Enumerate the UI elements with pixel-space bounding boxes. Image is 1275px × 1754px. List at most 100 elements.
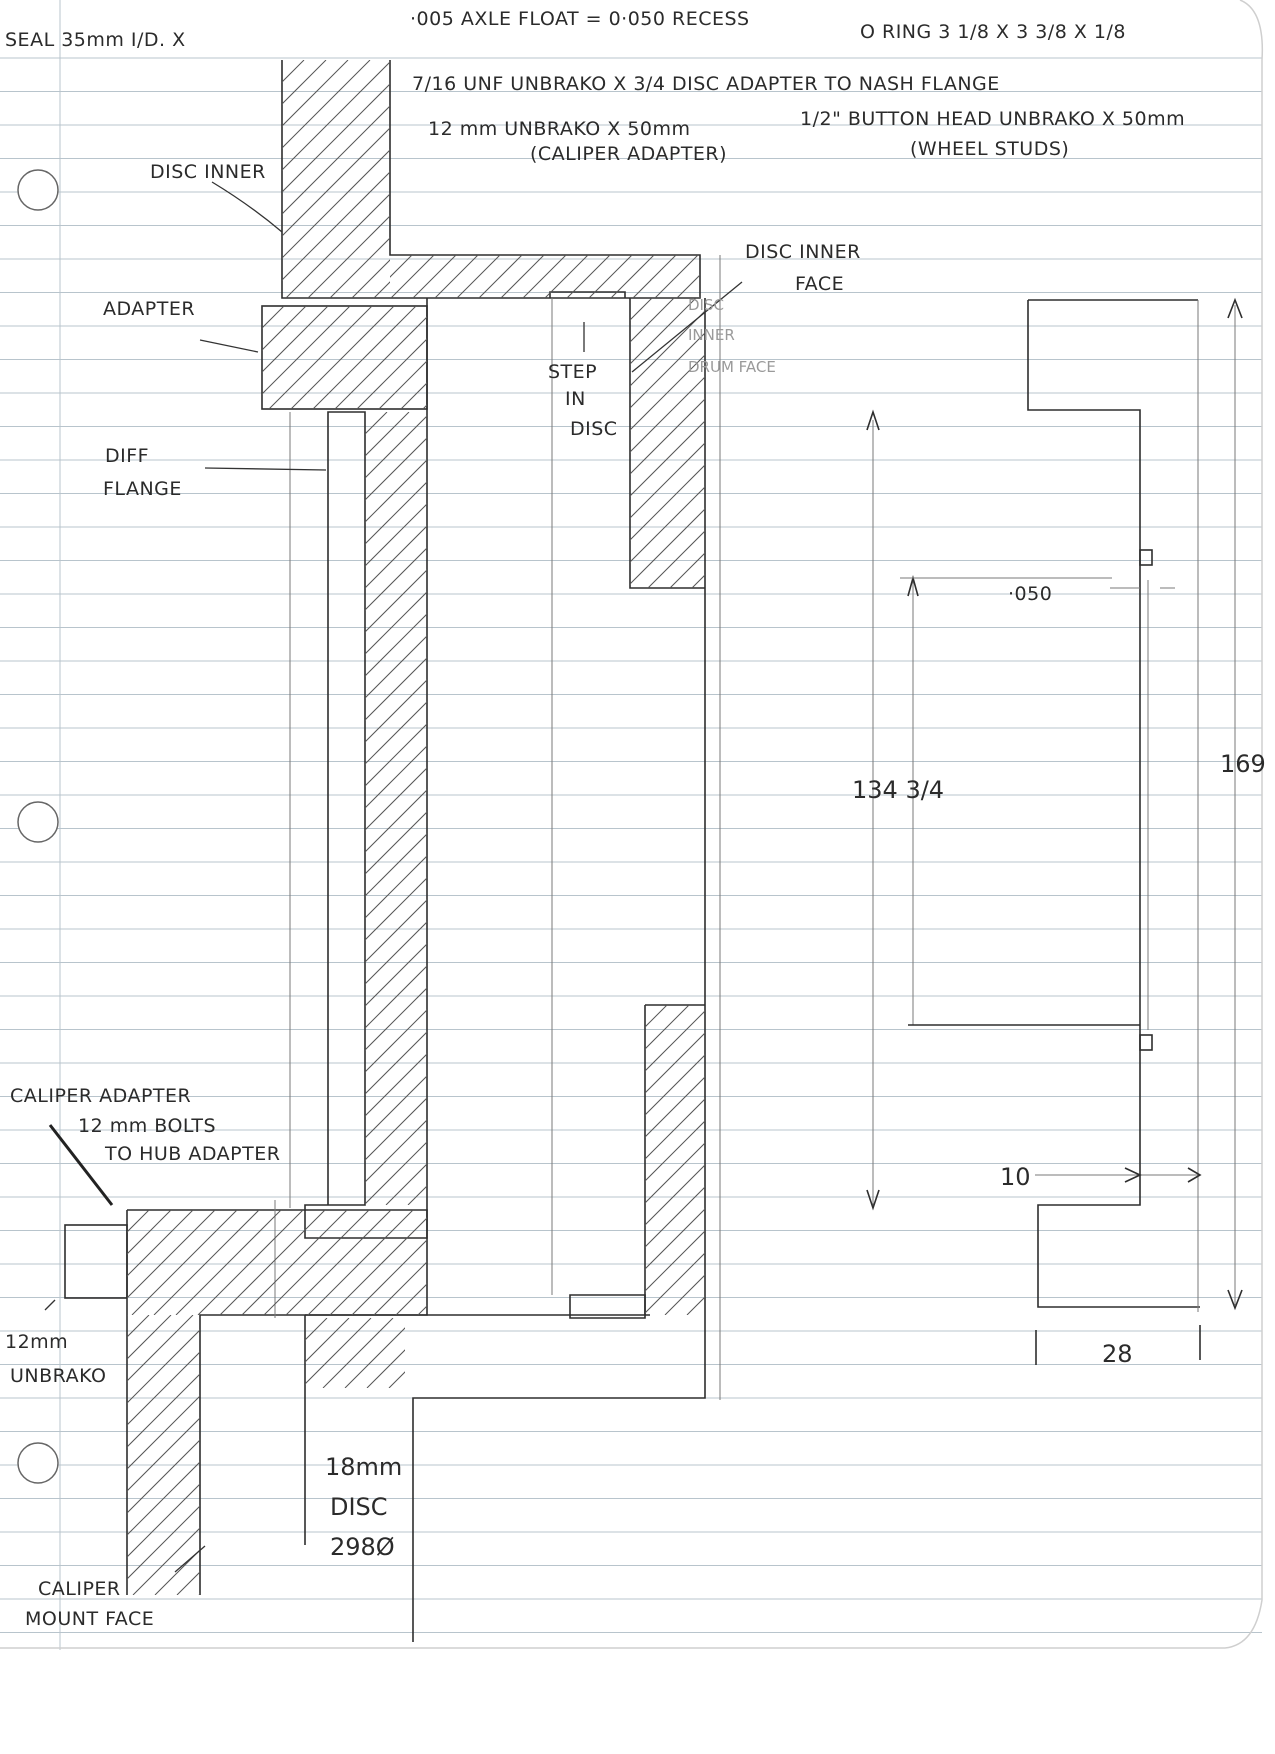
hatch-line: [282, 61, 390, 171]
hatch-line: [127, 1210, 150, 1233]
hatch-line: [672, 412, 1275, 1205]
hatch-region: [645, 1005, 1261, 1315]
hatch-line: [566, 255, 611, 298]
hatch-line: [951, 1005, 1261, 1315]
hatch-line: [127, 1315, 194, 1382]
hatch-line: [841, 1005, 1151, 1315]
punch-hole-middle: [17, 801, 59, 843]
hatch-line: [282, 60, 327, 105]
disc-section: [412, 298, 706, 1642]
hatch-line: [127, 1417, 200, 1492]
hatch-line: [365, 1119, 427, 1183]
hatch-line: [344, 1327, 405, 1388]
adapter-section: [261, 305, 428, 410]
disc-spec-label-2: DISC: [330, 1493, 388, 1521]
recess-notch-bottom: [1139, 1034, 1153, 1051]
hatch-region: [127, 1210, 589, 1315]
hatch-line: [630, 298, 653, 321]
hatch-line: [780, 298, 1070, 588]
hatch-line: [388, 1371, 405, 1388]
recess-notch-top: [1139, 549, 1153, 566]
hatch-line: [691, 574, 705, 588]
hatch-line: [885, 1005, 1195, 1315]
hatch-line: [417, 1305, 427, 1315]
disc-inner-section: [281, 60, 701, 299]
hatch-line: [1090, 412, 1275, 1205]
hatch-line: [463, 1315, 743, 1595]
hatch-line: [645, 1186, 705, 1248]
hatch-line: [522, 255, 567, 298]
hatch-line: [434, 255, 479, 298]
unbrako-disc-adapter-note: 7/16 UNF UNBRAKO X 3/4 DISC ADAPTER TO N…: [412, 73, 1000, 95]
hatch-line: [630, 398, 705, 475]
hatch-line: [456, 255, 501, 298]
button-head-note: 1/2" BUTTON HEAD UNBRAKO X 50mm: [800, 108, 1185, 130]
hatch-line: [645, 1120, 705, 1182]
sheet-edge: [0, 0, 1264, 1649]
hatch-line: [127, 1395, 200, 1470]
hatch-line: [282, 171, 390, 281]
hatch-line: [351, 1239, 427, 1315]
hatch-line: [936, 412, 1275, 1205]
diff-flange-label-1: DIFF: [105, 445, 149, 467]
dim-134-arrow-top: [866, 409, 880, 431]
hatch-line: [632, 255, 677, 298]
step-label-1: STEP: [548, 361, 597, 383]
hatch-line: [197, 1210, 304, 1315]
hatch-line: [1046, 412, 1275, 1205]
hatch-line: [365, 767, 427, 831]
hatch-line: [929, 1005, 1239, 1315]
hatch-line: [645, 1142, 705, 1204]
hatch-line: [411, 1318, 481, 1388]
hatch-line: [484, 1210, 589, 1315]
hatch-line: [365, 1009, 427, 1073]
hatch-line: [127, 1210, 194, 1277]
hatch-line: [630, 298, 697, 365]
hatch-line: [334, 316, 427, 409]
hatch-line: [262, 306, 263, 307]
hatch-line: [544, 255, 589, 298]
part-labels: DISC INNER ADAPTER DIFF FLANGE DISC INNE…: [5, 161, 860, 1630]
hatch-line: [445, 306, 548, 409]
hatch-line: [1068, 412, 1275, 1205]
hatch-region: [305, 1318, 503, 1388]
profile-outline: [1027, 299, 1200, 1308]
hatch-line: [419, 1315, 699, 1595]
diff-flange-arrow: [204, 467, 327, 471]
hatch-line: [1200, 412, 1275, 1205]
faint-note-3: DRUM FACE: [688, 358, 776, 376]
hatch-line: [265, 1315, 545, 1595]
hatch-line: [1156, 412, 1275, 1205]
hatch-line: [630, 486, 705, 563]
hatch-line: [686, 1296, 705, 1315]
hatch-line: [365, 525, 427, 589]
hatch-line: [630, 298, 631, 299]
hatch-line: [716, 412, 1275, 1205]
hatch-line: [176, 1571, 200, 1595]
ruled-lines: [0, 57, 1262, 1633]
hatch-line: [365, 1141, 427, 1205]
hatch-line: [819, 1005, 1129, 1315]
disc-spec-label-3: 298Ø: [330, 1533, 395, 1561]
oring-note: O RING 3 1/8 X 3 3/8 X 1/8: [860, 21, 1126, 43]
hatch-line: [290, 306, 395, 409]
hatch-line: [305, 1318, 350, 1363]
step-label-2: IN: [565, 388, 586, 410]
dim-10-arrowheads: [1124, 1167, 1202, 1183]
dim-169-arrow-bottom: [1227, 1289, 1243, 1311]
seal-recess-profile: [866, 297, 1243, 1365]
caliper-adapter-bolt-head: [64, 1224, 128, 1299]
dim-169-label: 169: [1220, 750, 1266, 778]
hatch-line: [285, 1210, 392, 1315]
dimension-labels: ·050 134 3/4 169 10 28: [852, 583, 1266, 1368]
hatch-line: [1178, 412, 1275, 1205]
hatch-line: [263, 1210, 370, 1315]
hatch-line: [452, 412, 1245, 1205]
hatch-line: [433, 1318, 503, 1388]
hatch-line: [496, 412, 1275, 1205]
hatch-line: [385, 1163, 427, 1205]
cross-section-assembly: [64, 60, 1275, 1642]
hatch-line: [373, 1261, 427, 1315]
hatch-line: [802, 298, 1092, 588]
